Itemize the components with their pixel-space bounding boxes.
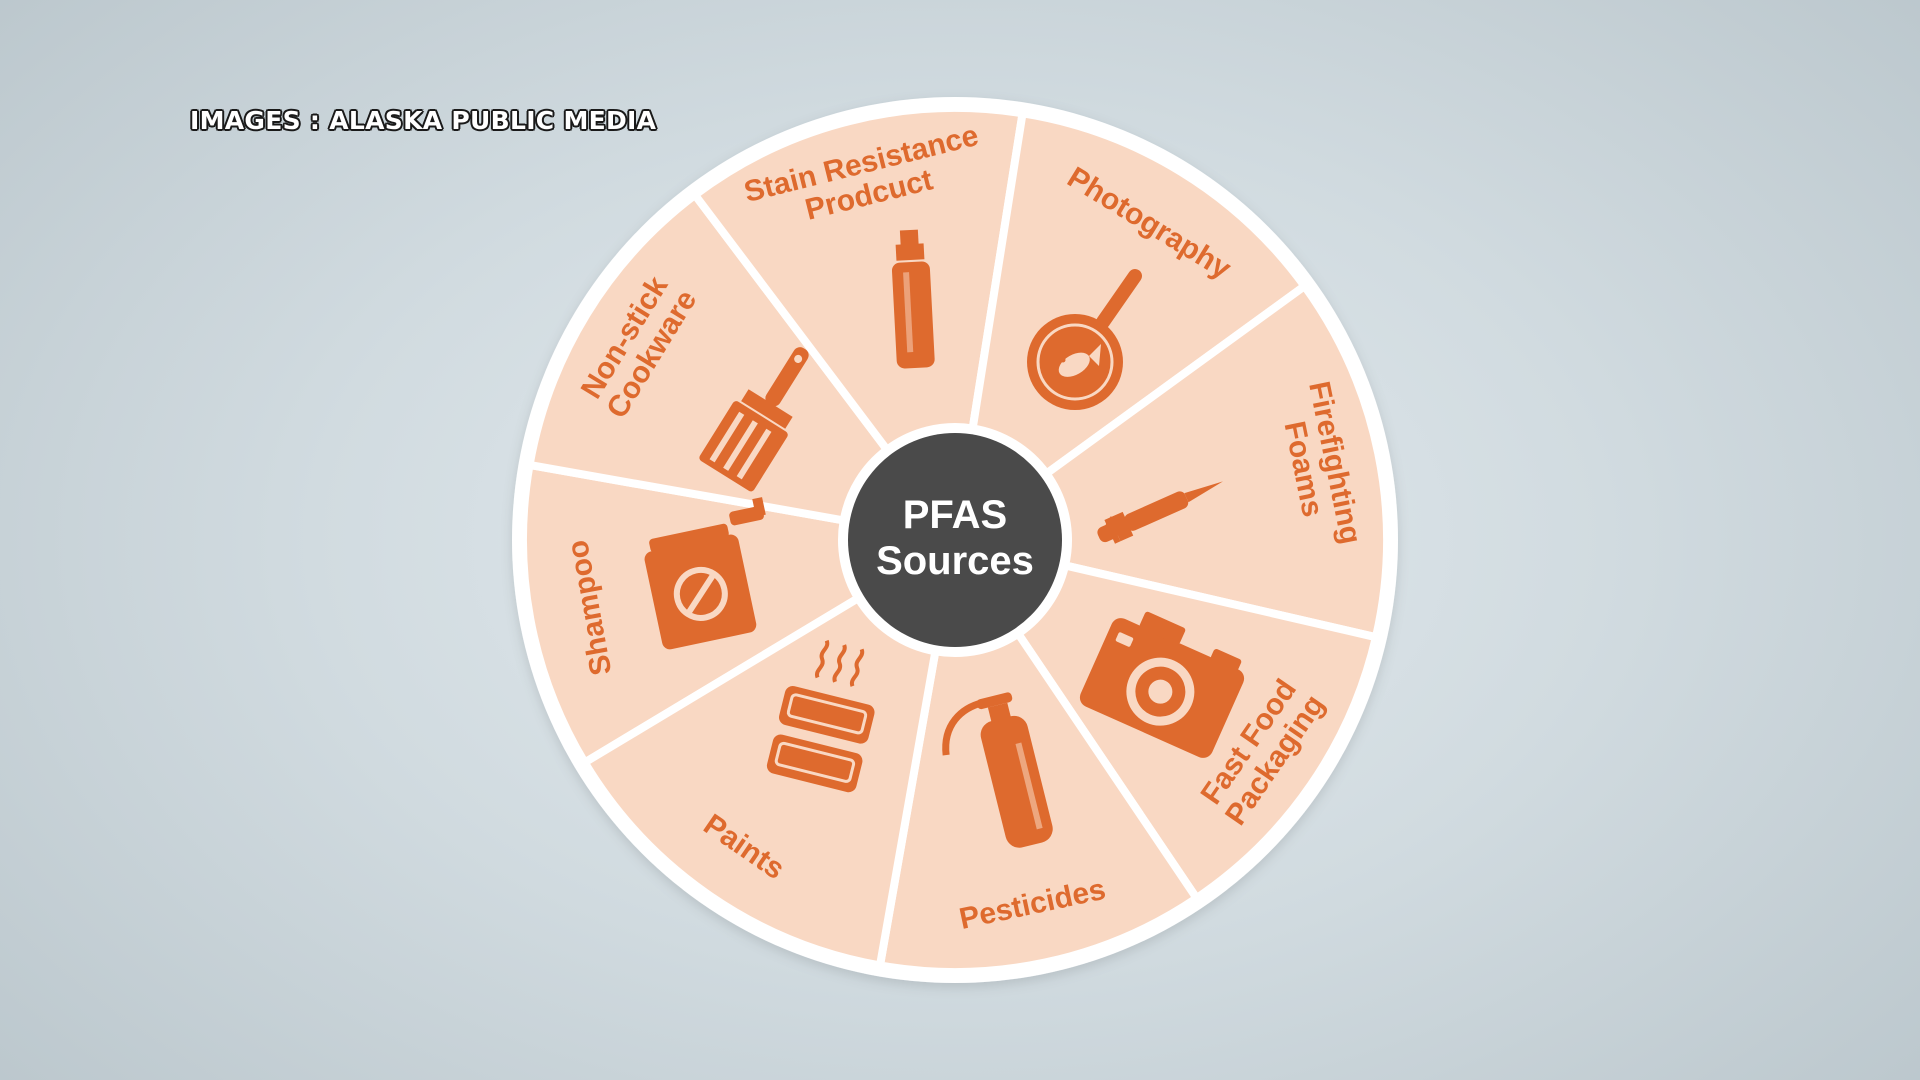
fire-extinguisher-icon	[942, 692, 1053, 848]
paintbrush-icon	[699, 347, 809, 492]
image-credit: IMAGES : ALASKA PUBLIC MEDIA	[190, 106, 657, 135]
frying-pan-icon	[1027, 269, 1142, 410]
center-title-line2: Sources	[876, 539, 1034, 583]
shampoo-bottle-icon	[891, 229, 935, 369]
camera-icon	[1079, 611, 1245, 758]
pesticide-can-icon	[644, 497, 766, 650]
droplet-icon	[1103, 516, 1116, 539]
food-container-icon	[766, 639, 875, 793]
center-title-line1: PFAS	[903, 493, 1007, 537]
center-hub	[848, 433, 1062, 647]
